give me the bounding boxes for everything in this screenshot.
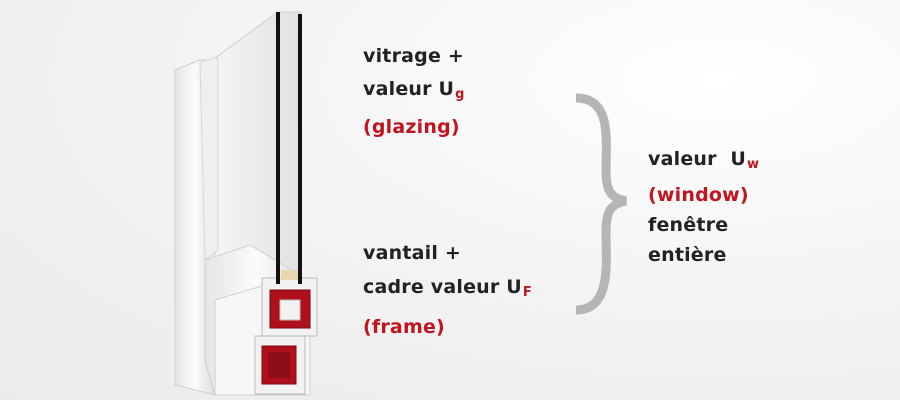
window-value-text: valeur U	[648, 148, 746, 170]
glazing-value-text: valeur U	[363, 78, 455, 100]
glazing-subscript: g	[455, 87, 465, 102]
window-subscript: w	[746, 157, 760, 172]
glazing-line2: valeur Ug	[363, 73, 465, 111]
frame-label: vantail + cadre valeur UF (frame)	[363, 236, 532, 344]
glass-edge-outer	[276, 12, 280, 284]
window-label: valeur Uw (window) fenêtre entière	[648, 144, 759, 270]
window-line4: entière	[648, 244, 727, 266]
window-line3: fenêtre	[648, 214, 729, 236]
brace	[575, 93, 628, 315]
glazing-line3: (glazing)	[363, 116, 460, 138]
glass-edge-inner	[298, 14, 302, 284]
spacer	[281, 270, 298, 280]
glazing-line1: vitrage +	[363, 45, 464, 67]
frame-subscript: F	[522, 285, 532, 300]
window-line1: valeur Uw	[648, 144, 759, 180]
frame-line2: cadre valeur UF	[363, 270, 532, 310]
window-line2: (window)	[648, 184, 749, 206]
frame-line1: vantail +	[363, 242, 461, 264]
frame-inner	[199, 57, 219, 261]
glazing-label: vitrage + valeur Ug (glazing)	[363, 40, 465, 144]
frame-value-text: cadre valeur U	[363, 276, 522, 298]
frame-line3: (frame)	[363, 316, 445, 338]
